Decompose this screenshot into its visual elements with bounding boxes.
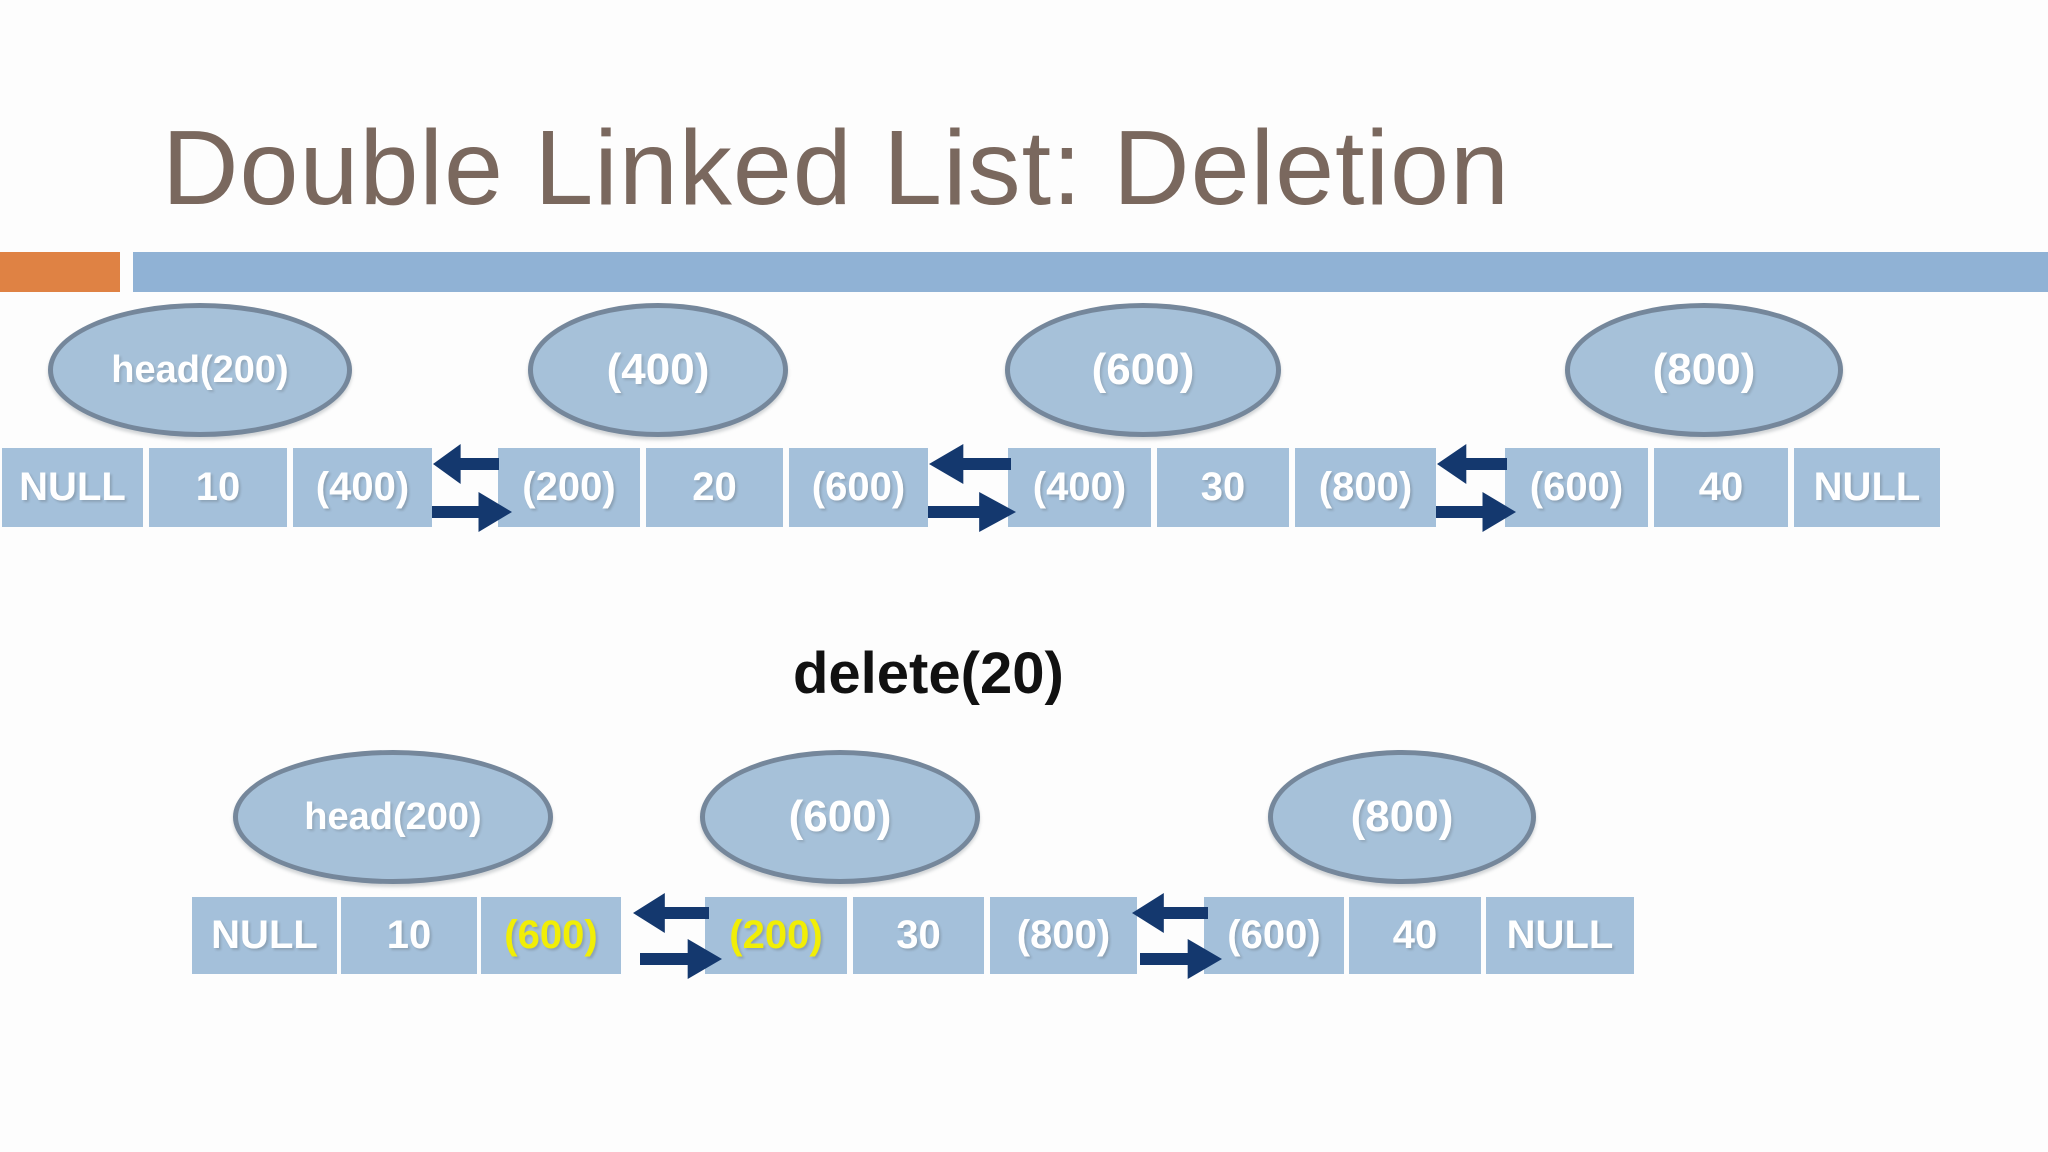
prev-pointer-arrow-icon [1132, 893, 1208, 933]
pointer-bubble: (800) [1565, 303, 1843, 437]
pointer-bubble-head: head(200) [233, 750, 553, 884]
node-data-cell: 30 [853, 897, 984, 974]
node-next-cell: (600) [789, 448, 928, 527]
node-next-cell: NULL [1794, 448, 1940, 527]
prev-pointer-arrow-icon [1437, 444, 1507, 484]
slide-title: Double Linked List: Deletion [162, 109, 1510, 227]
node-data-cell: 40 [1349, 897, 1481, 974]
pointer-bubble: (400) [528, 303, 788, 437]
node-data-cell: 40 [1654, 448, 1788, 527]
pointer-bubble: (600) [1005, 303, 1281, 437]
node-next-cell: (800) [1295, 448, 1436, 527]
node-prev-cell: (600) [1505, 448, 1648, 527]
node-prev-cell: (200) [498, 448, 640, 527]
node-prev-cell: (600) [1204, 897, 1344, 974]
node-data-cell: 30 [1157, 448, 1289, 527]
next-pointer-arrow-icon [1140, 939, 1222, 979]
node-next-cell: (800) [990, 897, 1137, 974]
next-pointer-arrow-icon [1436, 492, 1516, 532]
pointer-bubble-head: head(200) [48, 303, 352, 437]
next-pointer-arrow-icon [928, 492, 1016, 532]
operation-label: delete(20) [793, 641, 1064, 706]
pointer-bubble: (800) [1268, 750, 1536, 884]
prev-pointer-arrow-icon [633, 893, 709, 933]
prev-pointer-arrow-icon [929, 444, 1011, 484]
prev-pointer-arrow-icon [433, 444, 499, 484]
pointer-bubble: (600) [700, 750, 980, 884]
next-pointer-arrow-icon [640, 939, 722, 979]
node-prev-cell: NULL [192, 897, 337, 974]
node-next-cell: NULL [1486, 897, 1634, 974]
accent-orange-block [0, 252, 120, 292]
node-data-cell: 10 [149, 448, 287, 527]
next-pointer-arrow-icon [432, 492, 512, 532]
node-next-cell: (400) [293, 448, 432, 527]
node-prev-cell-updated: (200) [705, 897, 847, 974]
node-prev-cell: NULL [2, 448, 143, 527]
node-next-cell-updated: (600) [481, 897, 621, 974]
node-data-cell: 10 [341, 897, 477, 974]
node-prev-cell: (400) [1008, 448, 1151, 527]
node-data-cell: 20 [646, 448, 783, 527]
divider-bar [133, 252, 2048, 292]
